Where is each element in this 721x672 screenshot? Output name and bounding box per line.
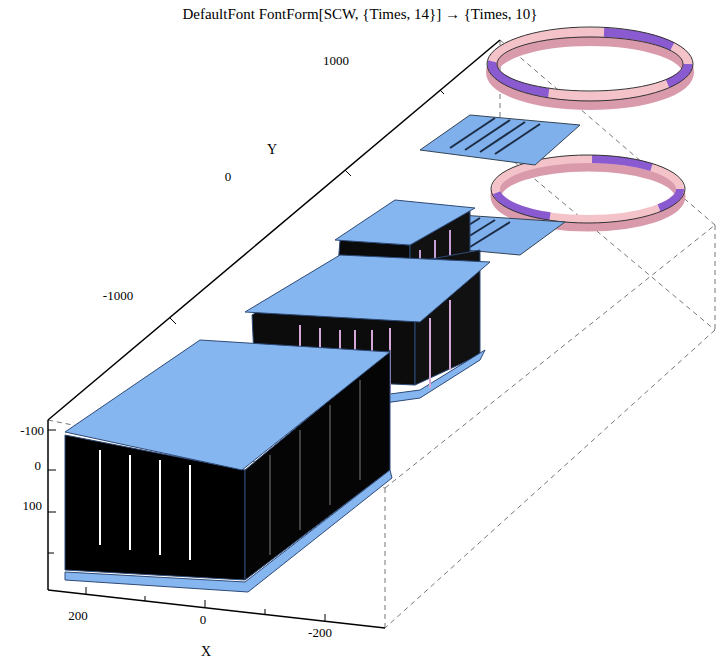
tick-label: -200	[308, 626, 332, 639]
magnet-box	[65, 340, 392, 592]
tick-label: 0	[35, 459, 42, 472]
tick-label: -1000	[103, 289, 133, 302]
plot-title: DefaultFont FontForm[SCW, {Times, 14}] →…	[182, 7, 537, 22]
axis-label: Y	[267, 143, 277, 157]
tick-label: 100	[23, 499, 43, 512]
tick-label: 0	[200, 613, 207, 626]
bounding-box	[48, 40, 715, 628]
tick-label: 1000	[323, 54, 349, 67]
axis-ticks	[48, 90, 444, 621]
axes	[48, 40, 500, 628]
tick-label: 200	[68, 609, 88, 622]
axis-label: X	[201, 645, 211, 659]
tick-label: 0	[225, 170, 232, 183]
tick-label: -100	[20, 424, 44, 437]
